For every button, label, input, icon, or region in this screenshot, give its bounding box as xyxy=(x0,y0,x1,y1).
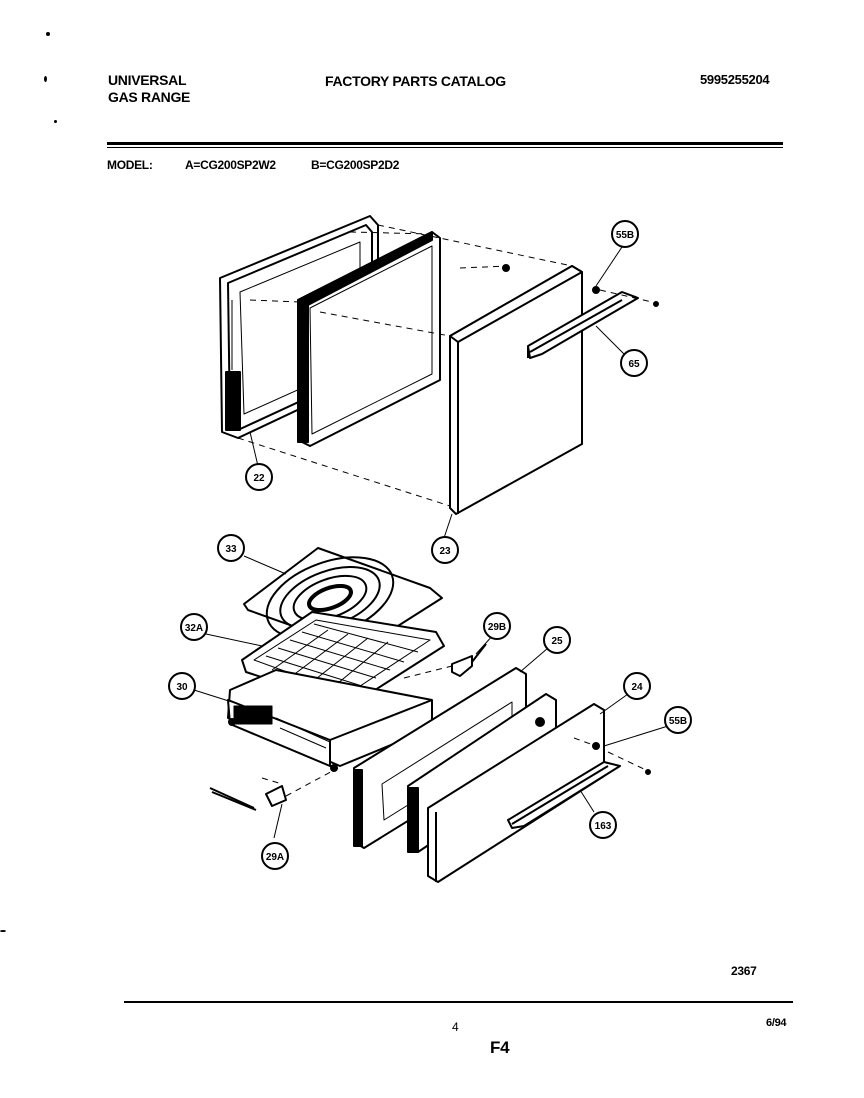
header-rule xyxy=(107,142,783,145)
door-glass-panel xyxy=(297,231,441,447)
scan-speck xyxy=(0,930,6,932)
brand-line-2: GAS RANGE xyxy=(108,89,191,105)
scan-speck xyxy=(44,76,47,82)
callout-33: 33 xyxy=(217,534,245,562)
model-a: A=CG200SP2W2 xyxy=(185,158,276,172)
drawer-glide-29B xyxy=(451,643,487,677)
revision-date: 6/94 xyxy=(766,1017,787,1029)
svg-text:33: 33 xyxy=(225,544,237,555)
svg-text:55B: 55B xyxy=(669,716,687,727)
model-b: B=CG200SP2D2 xyxy=(311,158,400,172)
callout-65: 65 xyxy=(620,349,648,377)
svg-text:25: 25 xyxy=(551,636,563,647)
svg-text:32A: 32A xyxy=(185,623,203,634)
callout-29A: 29A xyxy=(261,842,289,870)
catalog-title: FACTORY PARTS CATALOG xyxy=(325,73,506,89)
brand-line-1: UNIVERSAL xyxy=(108,72,187,88)
drawer-handle-163 xyxy=(507,761,621,829)
svg-text:163: 163 xyxy=(595,821,612,832)
callout-29B: 29B xyxy=(483,612,511,640)
scan-speck xyxy=(46,32,50,36)
callout-32A: 32A xyxy=(180,613,208,641)
svg-text:65: 65 xyxy=(628,359,640,370)
footer-rule xyxy=(124,1001,793,1003)
drawing-number: 2367 xyxy=(731,964,757,978)
callout-55B-bottom: 55B xyxy=(664,706,692,734)
door-handle-65 xyxy=(527,291,639,359)
svg-text:22: 22 xyxy=(253,473,265,484)
callout-25: 25 xyxy=(543,626,571,654)
callout-55B-top: 55B xyxy=(611,220,639,248)
svg-text:29B: 29B xyxy=(488,622,506,633)
svg-text:23: 23 xyxy=(439,546,451,557)
model-row: MODEL: A=CG200SP2W2 B=CG200SP2D2 xyxy=(107,158,399,172)
page-number: 4 xyxy=(452,1020,459,1034)
callout-24: 24 xyxy=(623,672,651,700)
callout-30: 30 xyxy=(168,672,196,700)
callout-23: 23 xyxy=(431,536,459,564)
figure-label: F4 xyxy=(490,1038,510,1057)
svg-text:24: 24 xyxy=(631,682,643,693)
model-label: MODEL: xyxy=(107,158,153,172)
catalog-part-number: 5995255204 xyxy=(700,72,770,87)
product-name: UNIVERSAL GAS RANGE xyxy=(108,72,190,106)
callout-163: 163 xyxy=(589,811,617,839)
callout-22: 22 xyxy=(245,463,273,491)
outer-door-panel-23 xyxy=(449,265,583,515)
drawer-glide-29A xyxy=(209,785,287,811)
svg-text:29A: 29A xyxy=(266,852,284,863)
scan-speck xyxy=(54,120,57,123)
header-rule-thin xyxy=(107,147,783,148)
svg-text:55B: 55B xyxy=(616,230,634,241)
svg-text:30: 30 xyxy=(176,682,188,693)
